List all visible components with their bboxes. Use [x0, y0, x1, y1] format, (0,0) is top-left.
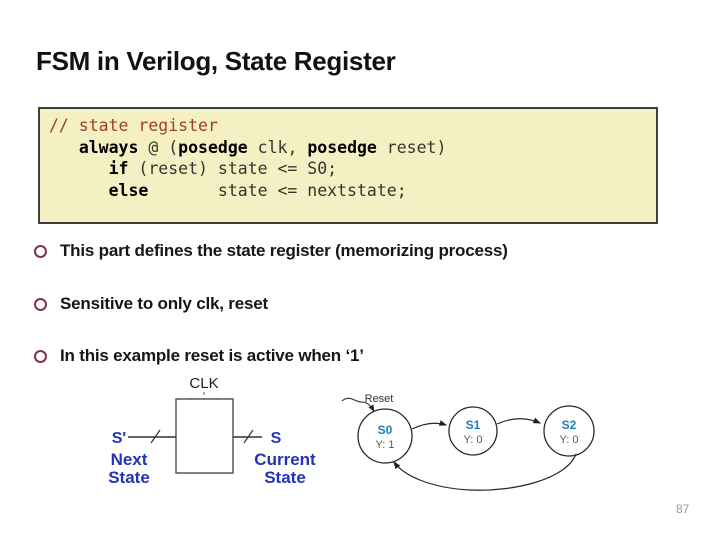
bullet-item: Sensitive to only clk, reset [34, 294, 268, 314]
state-s1-output: Y: 0 [464, 434, 483, 446]
code-line-3: if (reset) state <= S0; [49, 158, 656, 180]
state-s0-name: S0 [378, 423, 393, 437]
code-token: state <= nextstate; [148, 180, 407, 200]
code-comment: // state register [49, 116, 218, 135]
bullet-text: This part defines the state register (me… [60, 241, 508, 260]
bullet-text: In this example reset is active when ‘1’ [60, 346, 364, 365]
next-state-label-line2: State [108, 468, 150, 487]
code-token: (reset) state <= S0; [128, 159, 338, 178]
bus-slash-left-icon [150, 429, 161, 444]
code-token: reset) [376, 137, 447, 157]
page-number: 87 [676, 502, 690, 516]
next-state-label-line1: Next [111, 450, 148, 469]
code-token: @ ( [138, 137, 179, 157]
bullet-icon [34, 298, 47, 311]
bullet-icon [34, 245, 47, 258]
code-keyword-else: else [108, 180, 149, 200]
transition-s2-s0 [393, 453, 577, 491]
current-state-label-line2: State [264, 468, 306, 487]
transition-s1-s2 [496, 417, 542, 425]
current-state-signal: S [271, 430, 282, 447]
bus-slash-right-icon [243, 429, 254, 444]
transition-s0-s1 [411, 420, 448, 430]
reset-label: Reset [365, 393, 394, 405]
state-circle-s0 [357, 408, 413, 464]
current-state-label-line1: Current [254, 450, 316, 469]
code-token: clk, [247, 137, 308, 157]
code-keyword-posedge: posedge [307, 137, 377, 157]
code-keyword-always: always [78, 137, 139, 157]
state-s2-name: S2 [562, 418, 577, 432]
clk-label: CLK [189, 375, 218, 392]
code-line-2: always @ (posedge clk, posedge reset) [49, 137, 656, 159]
bullet-icon [34, 350, 47, 363]
reset-arrow [341, 397, 375, 412]
next-state-signal: S' [112, 430, 126, 447]
code-keyword-if: if [108, 159, 129, 178]
code-line-1: // state register [49, 115, 656, 137]
state-circle-s1 [448, 406, 498, 456]
state-s1-name: S1 [466, 418, 481, 432]
slide-title: FSM in Verilog, State Register [36, 46, 396, 76]
bullet-item: In this example reset is active when ‘1’ [34, 346, 364, 366]
state-s0-output: Y: 1 [376, 439, 395, 451]
bullet-text: Sensitive to only clk, reset [60, 294, 268, 313]
code-line-4: else state <= nextstate; [49, 180, 656, 202]
bullet-item: This part defines the state register (me… [34, 241, 508, 261]
register-box [175, 398, 234, 474]
state-circle-s2 [543, 405, 595, 457]
code-keyword-posedge: posedge [178, 137, 248, 157]
state-s2-output: Y: 0 [560, 434, 579, 446]
verilog-code-block: // state register always @ (posedge clk,… [38, 107, 658, 224]
